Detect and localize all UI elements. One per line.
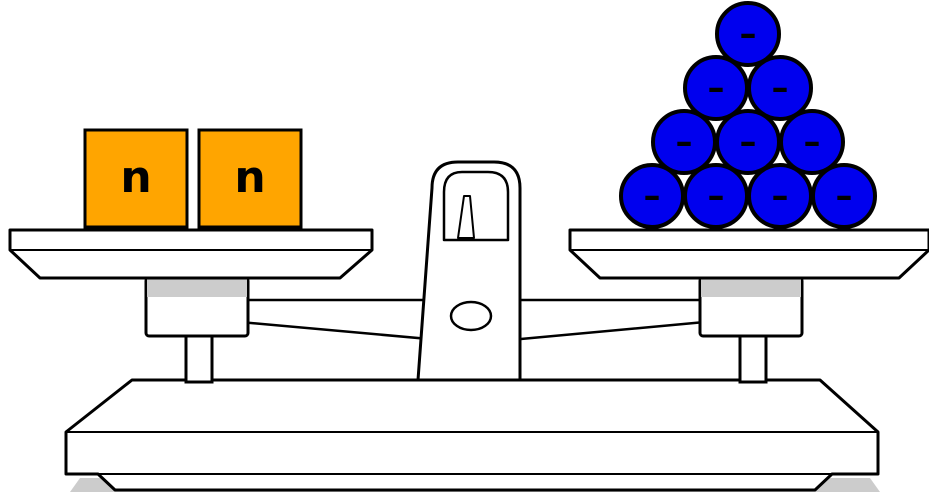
block-label: n bbox=[234, 152, 265, 203]
column-knob bbox=[449, 300, 493, 332]
negative-sign: – bbox=[740, 14, 757, 54]
negative-sign: – bbox=[644, 176, 661, 216]
negative-counter: – bbox=[811, 163, 877, 229]
left-pan-post bbox=[184, 334, 214, 384]
negative-counter: – bbox=[747, 55, 813, 121]
right-pan-post bbox=[738, 334, 768, 384]
negative-counter: – bbox=[715, 1, 781, 67]
negative-sign: – bbox=[676, 122, 693, 162]
negative-counter: – bbox=[651, 109, 717, 175]
negative-sign: – bbox=[772, 176, 789, 216]
negative-sign: – bbox=[708, 176, 725, 216]
negative-sign: – bbox=[740, 122, 757, 162]
left-pan bbox=[8, 228, 374, 280]
negative-counter: – bbox=[747, 163, 813, 229]
negative-counter: – bbox=[683, 163, 749, 229]
negative-sign: – bbox=[836, 176, 853, 216]
negative-counter-pile: –––––––––– bbox=[619, 1, 877, 229]
negative-counter: – bbox=[619, 163, 685, 229]
negative-counter: – bbox=[779, 109, 845, 175]
negative-sign: – bbox=[772, 68, 789, 108]
right-pan bbox=[568, 228, 929, 280]
block-label: n bbox=[120, 152, 151, 203]
right-pan-support bbox=[698, 276, 804, 338]
scale-column bbox=[416, 160, 522, 382]
scale-base bbox=[64, 378, 880, 492]
block-n-1: n bbox=[83, 128, 189, 229]
left-pan-support bbox=[144, 276, 250, 338]
negative-sign: – bbox=[708, 68, 725, 108]
negative-counter: – bbox=[683, 55, 749, 121]
block-n-2: n bbox=[197, 128, 303, 229]
negative-counter: – bbox=[715, 109, 781, 175]
negative-sign: – bbox=[804, 122, 821, 162]
